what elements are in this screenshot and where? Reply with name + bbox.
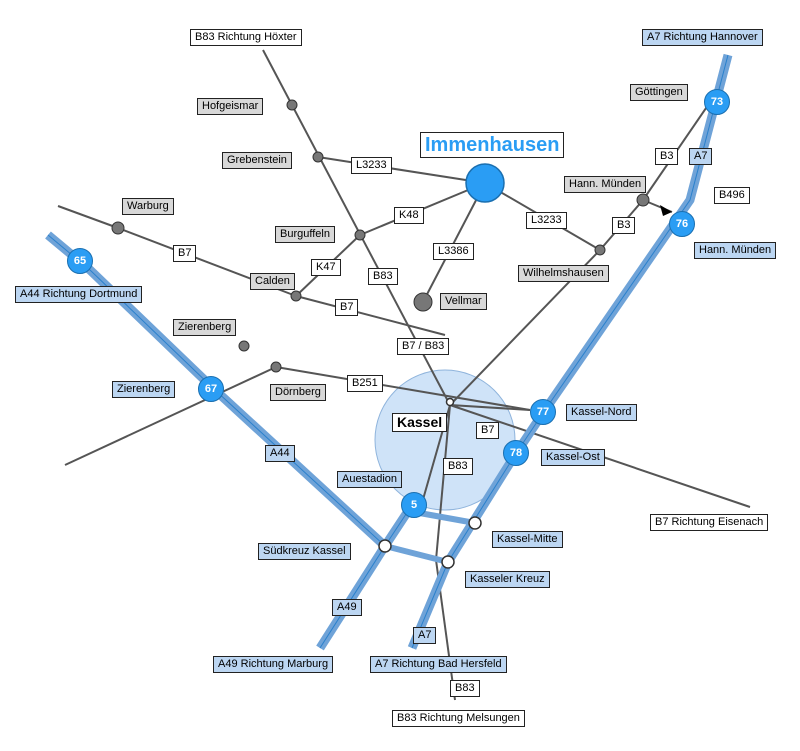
road-k47: K47 — [311, 259, 341, 276]
place-doernberg: Dörnberg — [270, 384, 326, 401]
road-b7-calden: B7 — [335, 299, 359, 316]
immenhausen-dot — [465, 163, 505, 203]
road-b496: B496 — [714, 187, 750, 204]
junction-78: 78 — [503, 440, 529, 466]
road-b7-west: B7 — [173, 245, 197, 262]
place-goettingen: Göttingen — [630, 84, 688, 101]
direction-b83-hoexter: B83 Richtung Höxter — [190, 29, 302, 46]
junction-77: 77 — [530, 399, 556, 425]
place-warburg: Warburg — [122, 198, 174, 215]
exit-kassel-ost: Kassel-Ost — [541, 449, 605, 466]
road-b83-south: B83 — [443, 458, 473, 475]
junction-65: 65 — [67, 248, 93, 274]
exit-suedkreuz: Südkreuz Kassel — [258, 543, 351, 560]
road-l3386: L3386 — [433, 243, 474, 260]
exit-kassel-mitte: Kassel-Mitte — [492, 531, 563, 548]
exit-kassel-nord: Kassel-Nord — [566, 404, 637, 421]
map-title: Immenhausen — [420, 132, 565, 158]
junction-5: 5 — [401, 492, 427, 518]
place-calden: Calden — [250, 273, 295, 290]
road-b251: B251 — [347, 375, 383, 392]
road-b83-north: B83 — [368, 268, 398, 285]
direction-a49-marburg: A49 Richtung Marburg — [213, 656, 334, 673]
road-l3233-east: L3233 — [526, 212, 567, 229]
town-dots — [111, 99, 650, 373]
direction-a7-hannover: A7 Richtung Hannover — [642, 29, 763, 46]
road-b83-bottom: B83 — [450, 680, 480, 697]
road-a44: A44 — [265, 445, 295, 462]
road-l3233: L3233 — [351, 157, 392, 174]
road-k48: K48 — [394, 207, 424, 224]
junction-67: 67 — [198, 376, 224, 402]
road-b7-b83: B7 / B83 — [397, 338, 450, 355]
place-grebenstein: Grebenstein — [222, 152, 292, 169]
direction-b83-melsungen: B83 Richtung Melsungen — [392, 710, 525, 727]
interchanges — [378, 397, 482, 569]
place-burguffeln: Burguffeln — [275, 226, 335, 243]
road-b7-east: B7 — [476, 422, 500, 439]
road-b3-north: B3 — [655, 148, 679, 165]
road-a7-north: A7 — [689, 148, 713, 165]
motorway-connectors — [384, 509, 476, 565]
direction-a7-hersfeld: A7 Richtung Bad Hersfeld — [370, 656, 507, 673]
b496-arrow — [660, 205, 672, 216]
place-wilhelmshausen: Wilhelmshausen — [518, 265, 609, 282]
place-kassel: Kassel — [392, 413, 448, 432]
motorways — [45, 53, 733, 651]
direction-a44-dortmund: A44 Richtung Dortmund — [15, 286, 143, 303]
junction-76: 76 — [669, 211, 695, 237]
direction-b7-eisenach: B7 Richtung Eisenach — [650, 514, 769, 531]
exit-zierenberg: Zierenberg — [112, 381, 176, 398]
road-a49: A49 — [332, 599, 362, 616]
exit-kasseler-kreuz: Kasseler Kreuz — [465, 571, 550, 588]
place-hofgeismar: Hofgeismar — [197, 98, 264, 115]
minor-roads — [57, 49, 751, 701]
place-hann-muenden: Hann. Münden — [564, 176, 647, 193]
place-vellmar: Vellmar — [440, 293, 487, 310]
place-zierenberg: Zierenberg — [173, 319, 237, 336]
road-b3-south: B3 — [612, 217, 636, 234]
exit-auestadion: Auestadion — [337, 471, 403, 488]
road-a7-south: A7 — [413, 627, 437, 644]
exit-hann-muenden: Hann. Münden — [694, 242, 777, 259]
junction-73: 73 — [704, 89, 730, 115]
